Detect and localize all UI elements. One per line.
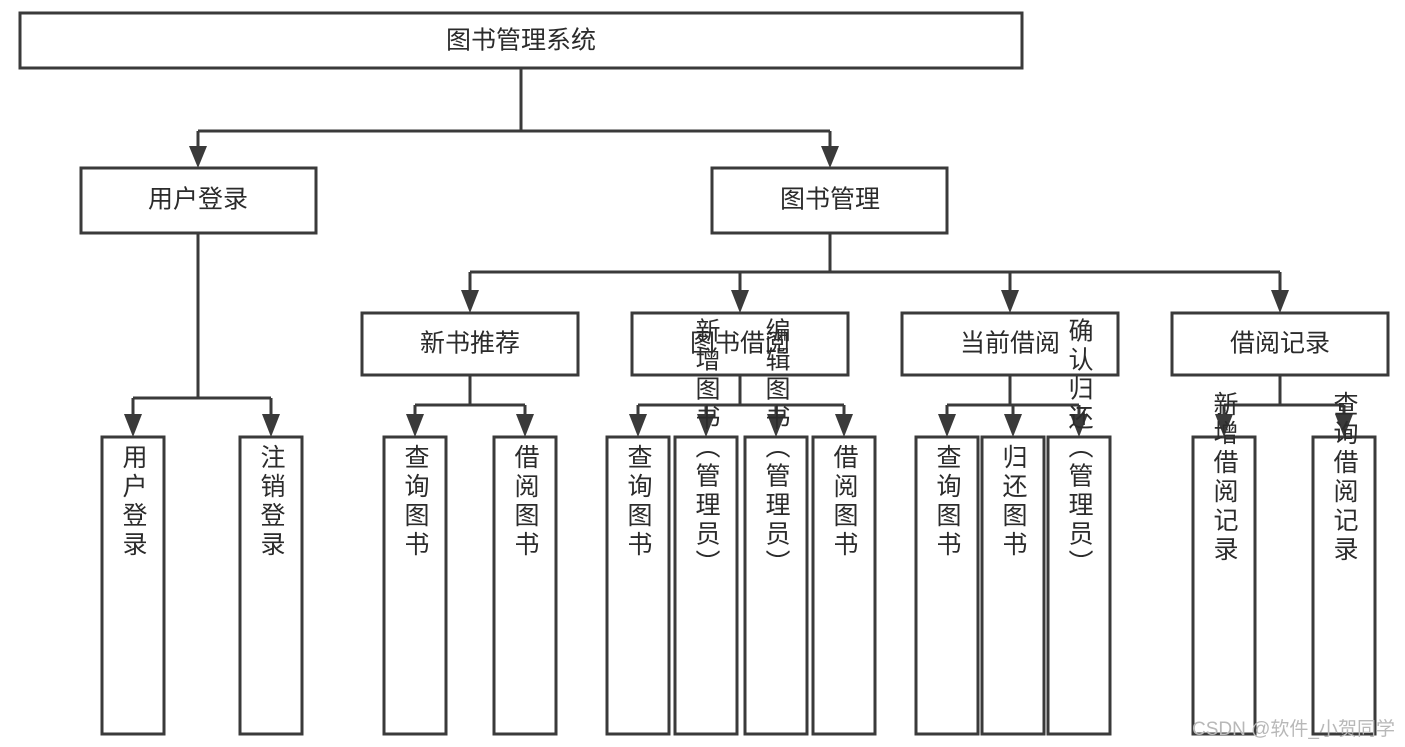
node-user-login[interactable]: 用户登录	[79, 166, 318, 235]
node-new-book-recommend-box[interactable]	[360, 311, 580, 377]
node-leaf-query-book-2-label: 查询图书	[624, 444, 653, 560]
edges-user-login-to-leaves	[124, 233, 280, 437]
node-leaf-borrow-book-1-label: 借阅图书	[511, 444, 540, 560]
node-leaf-borrow-book-1-box[interactable]	[492, 435, 558, 736]
node-leaf-user-login[interactable]: 用户登录	[100, 435, 166, 736]
node-leaf-return-book-box[interactable]	[980, 435, 1046, 736]
edge-current-borrow-branch	[945, 375, 1081, 420]
edges-current-borrow-to-leaves	[938, 375, 1088, 437]
node-leaf-borrow-book-2-box[interactable]	[811, 435, 877, 736]
node-leaf-query-book-3-box[interactable]	[914, 435, 980, 736]
node-root-label: 图书管理系统	[446, 27, 596, 55]
arrow-to-leaf-query-book-3	[938, 414, 956, 437]
edges-book-borrow-to-leaves	[629, 375, 853, 437]
node-current-borrow-box[interactable]	[900, 311, 1120, 377]
arrow-to-leaf-add-book	[697, 414, 715, 437]
edges-book-manage-to-level3	[461, 233, 1289, 313]
node-leaf-edit-book[interactable]: 编辑图书（管理员）	[743, 318, 809, 736]
edges-borrow-record-to-leaves	[1215, 375, 1353, 437]
edge-root-branch	[196, 68, 832, 152]
node-book-manage[interactable]: 图书管理	[710, 166, 949, 235]
node-leaf-edit-book-label: 编辑图书（管理员）	[762, 318, 791, 579]
edge-book-manage-branch	[468, 233, 1282, 296]
node-leaf-confirm-return-box[interactable]	[1046, 435, 1112, 736]
edge-user-login-branch	[131, 233, 273, 420]
edges-new-book-recommend-to-leaves	[406, 375, 534, 437]
arrow-to-leaf-user-login	[124, 414, 142, 437]
node-book-manage-label: 图书管理	[780, 186, 880, 214]
node-leaf-query-book-2-box[interactable]	[605, 435, 671, 736]
node-current-borrow-label: 当前借阅	[960, 330, 1060, 358]
node-borrow-record-label: 借阅记录	[1230, 330, 1330, 358]
node-book-borrow-box[interactable]	[630, 311, 850, 377]
node-new-book-recommend-label: 新书推荐	[420, 330, 520, 358]
node-book-borrow-label: 图书借阅	[690, 330, 790, 358]
node-borrow-record-box[interactable]	[1170, 311, 1390, 377]
arrow-to-leaf-borrow-book-2	[835, 414, 853, 437]
node-leaf-query-record[interactable]: 查询借阅记录	[1311, 391, 1377, 736]
node-borrow-record[interactable]: 借阅记录	[1170, 311, 1390, 377]
node-new-book-recommend[interactable]: 新书推荐	[360, 311, 580, 377]
node-root-box[interactable]	[18, 11, 1024, 70]
node-leaf-logout-login[interactable]: 注销登录	[238, 435, 304, 736]
node-book-borrow[interactable]: 图书借阅	[630, 311, 850, 377]
node-leaf-query-book-1-box[interactable]	[382, 435, 448, 736]
node-leaf-borrow-book-2-label: 借阅图书	[830, 444, 859, 560]
arrow-to-book-borrow	[731, 290, 749, 313]
node-leaf-edit-book-box[interactable]	[743, 435, 809, 736]
arrow-to-leaf-borrow-book-1	[516, 414, 534, 437]
node-leaf-add-book-label: 新增图书（管理员）	[692, 318, 721, 579]
node-leaf-query-book-3[interactable]: 查询图书	[914, 435, 980, 736]
arrow-to-borrow-record	[1271, 290, 1289, 313]
node-book-manage-box[interactable]	[710, 166, 949, 235]
node-leaf-confirm-return-label: 确认归还（管理员）	[1065, 318, 1094, 579]
node-leaf-add-record[interactable]: 新增借阅记录	[1191, 391, 1257, 736]
arrow-to-leaf-return-book	[1004, 414, 1022, 437]
edge-borrow-record-branch	[1222, 375, 1346, 420]
node-leaf-query-book-2[interactable]: 查询图书	[605, 435, 671, 736]
edges-root-to-level2	[189, 68, 839, 168]
node-leaf-add-record-label: 新增借阅记录	[1210, 391, 1239, 565]
node-leaf-user-login-box[interactable]	[100, 435, 166, 736]
node-leaf-logout-login-box[interactable]	[238, 435, 304, 736]
node-leaf-query-record-label: 查询借阅记录	[1330, 391, 1359, 565]
arrow-to-book-manage	[821, 146, 839, 168]
arrow-to-leaf-query-record	[1335, 414, 1353, 437]
node-leaf-return-book-label: 归还图书	[999, 444, 1028, 560]
arrow-to-leaf-edit-book	[767, 414, 785, 437]
node-leaf-query-book-1[interactable]: 查询图书	[382, 435, 448, 736]
arrow-to-leaf-logout-login	[262, 414, 280, 437]
node-leaf-add-record-box[interactable]	[1191, 435, 1257, 736]
arrow-to-user-login	[189, 146, 207, 168]
arrow-to-leaf-add-record	[1215, 414, 1233, 437]
node-leaf-user-login-label: 用户登录	[119, 444, 148, 560]
node-leaf-confirm-return[interactable]: 确认归还（管理员）	[1046, 318, 1112, 736]
node-leaf-logout-login-label: 注销登录	[257, 444, 286, 560]
arrow-to-leaf-query-book-2	[629, 414, 647, 437]
node-leaf-borrow-book-2[interactable]: 借阅图书	[811, 435, 877, 736]
node-leaf-query-book-3-label: 查询图书	[933, 444, 962, 560]
arrow-to-leaf-confirm-return	[1070, 414, 1088, 437]
edge-new-book-recommend-branch	[413, 375, 527, 420]
node-leaf-return-book[interactable]: 归还图书	[980, 435, 1046, 736]
csdn-watermark: CSDN @软件_小贺同学	[1192, 719, 1395, 740]
node-current-borrow[interactable]: 当前借阅	[900, 311, 1120, 377]
edge-book-borrow-branch	[636, 375, 846, 420]
arrow-to-new-book-recommend	[461, 290, 479, 313]
node-user-login-box[interactable]	[79, 166, 318, 235]
node-leaf-add-book-box[interactable]	[673, 435, 739, 736]
node-leaf-add-book[interactable]: 新增图书（管理员）	[673, 318, 739, 736]
node-root[interactable]: 图书管理系统	[18, 11, 1024, 70]
node-user-login-label: 用户登录	[148, 186, 248, 214]
arrow-to-leaf-query-book-1	[406, 414, 424, 437]
node-leaf-borrow-book-1[interactable]: 借阅图书	[492, 435, 558, 736]
node-leaf-query-record-box[interactable]	[1311, 435, 1377, 736]
node-leaf-query-book-1-label: 查询图书	[401, 444, 430, 560]
arrow-to-current-borrow	[1001, 290, 1019, 313]
